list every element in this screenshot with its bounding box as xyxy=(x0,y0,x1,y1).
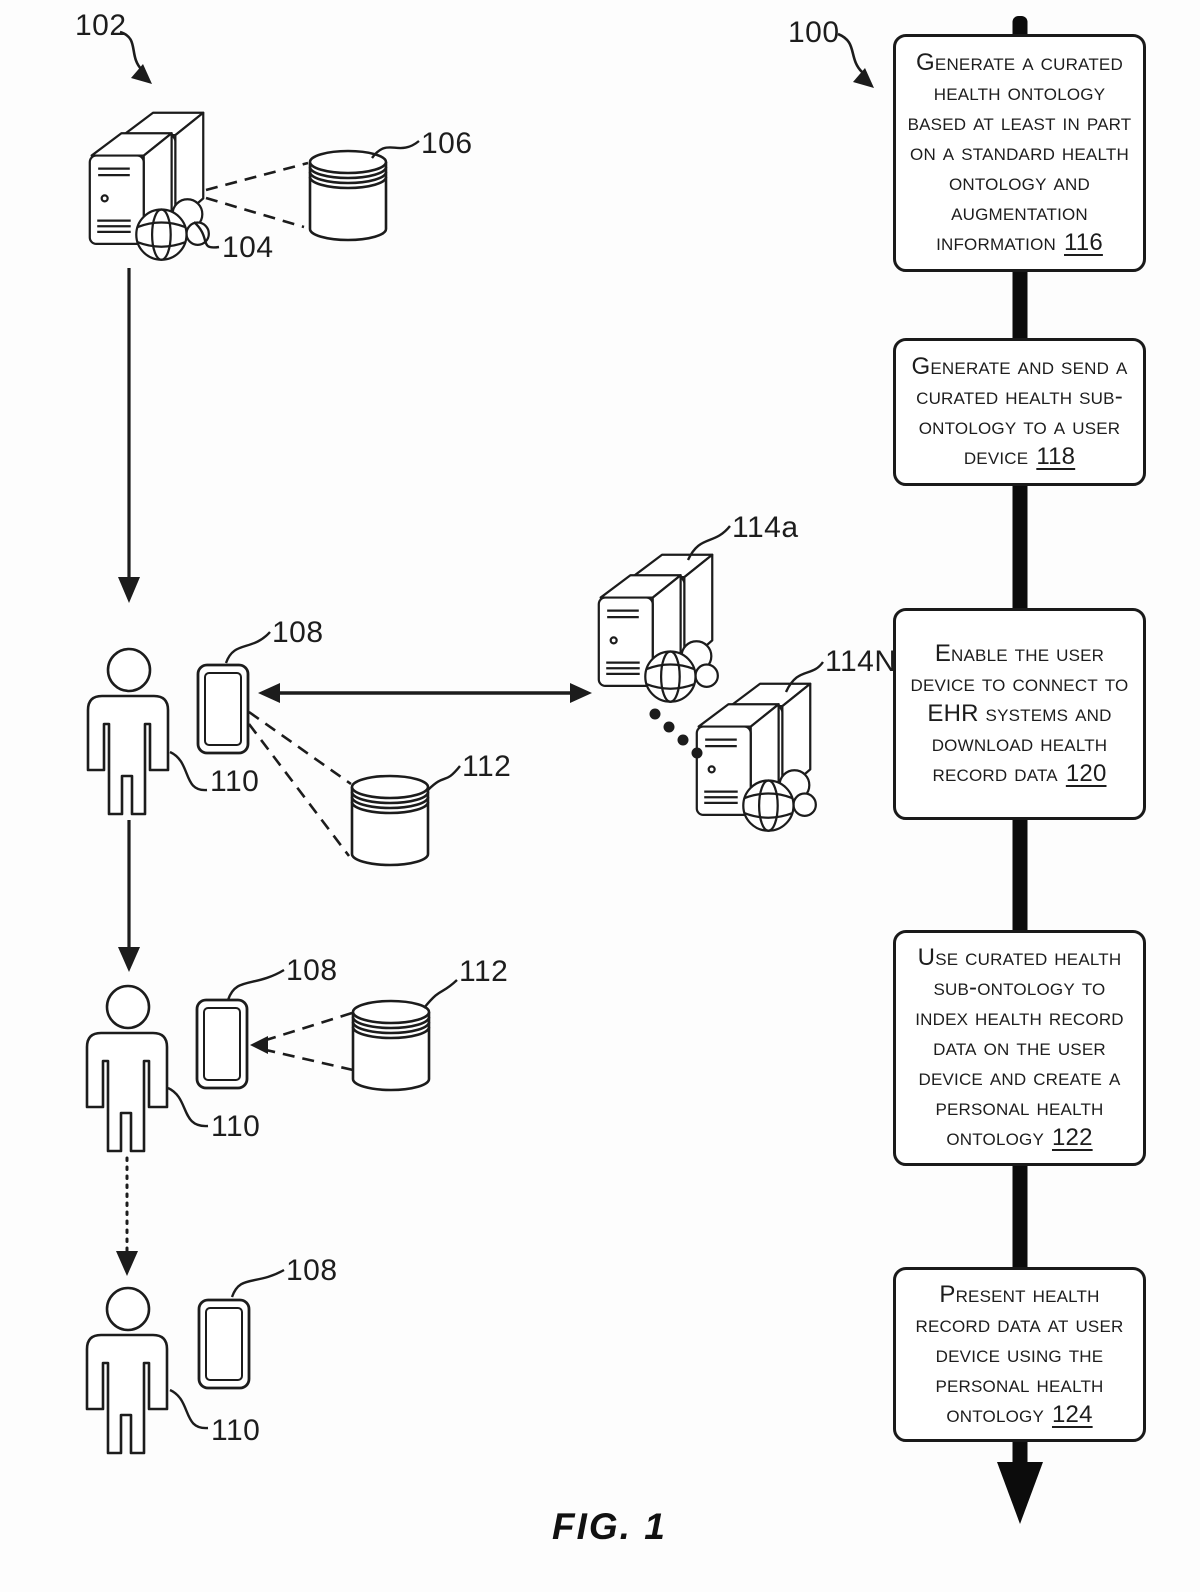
flow-step-124: Present health record data at user devic… xyxy=(893,1267,1146,1442)
ref-label-108c: 108 xyxy=(286,1254,338,1287)
ref-label-100: 100 xyxy=(788,16,840,49)
flow-step-124-ref: 124 xyxy=(1051,1400,1093,1428)
flow-step-118: Generate and send a curated health sub- … xyxy=(893,338,1146,486)
ref-label-110a: 110 xyxy=(210,765,260,798)
ref-label-110c: 110 xyxy=(211,1414,261,1447)
device-icon-2 xyxy=(195,998,249,1090)
down-arrow-2 xyxy=(118,820,140,972)
flow-step-120: Enable the user device to connect to EHR… xyxy=(893,608,1146,820)
flow-step-120-ref: 120 xyxy=(1065,760,1107,787)
ref-label-114a: 114a xyxy=(732,511,799,544)
ehr-server-icon-114N xyxy=(697,684,816,831)
flow-step-124-text: Present health record data at user devic… xyxy=(915,1280,1124,1428)
ellipsis-dots xyxy=(649,708,703,759)
figure-caption: FIG. 1 xyxy=(552,1506,667,1547)
user-icon-2 xyxy=(85,984,169,1153)
server-icon-104 xyxy=(90,113,209,260)
ref-label-112a: 112 xyxy=(462,750,512,783)
dashed-link-device-db-1 xyxy=(247,710,352,857)
flow-step-122-ref: 122 xyxy=(1051,1124,1093,1151)
ref-label-110b: 110 xyxy=(211,1110,261,1143)
flow-connector xyxy=(997,16,1043,1524)
database-icon-112a xyxy=(350,774,430,867)
bidirectional-arrow xyxy=(258,683,592,703)
ref-label-102: 102 xyxy=(75,9,127,42)
ref-label-108a: 108 xyxy=(272,616,324,649)
device-icon-3 xyxy=(197,1298,251,1390)
flow-step-116-ref: 116 xyxy=(1064,229,1103,256)
down-arrow-3 xyxy=(116,1156,138,1276)
user-icon-1 xyxy=(86,647,170,816)
down-arrow-1 xyxy=(118,268,140,603)
flow-step-118-text: Generate and send a curated health sub- … xyxy=(911,353,1128,470)
process-arrowhead xyxy=(997,1462,1043,1524)
database-icon-106 xyxy=(308,149,388,242)
flow-step-122: Use curated health sub-ontology to index… xyxy=(893,930,1146,1166)
ref-label-106: 106 xyxy=(421,127,473,160)
dashed-link-server-db xyxy=(205,161,309,229)
flow-step-122-text: Use curated health sub-ontology to index… xyxy=(915,944,1124,1151)
ehr-server-icon-114a xyxy=(599,555,718,702)
ref-label-108b: 108 xyxy=(286,954,338,987)
flow-step-116: Generate a curated health ontology based… xyxy=(893,34,1146,272)
curved-arrow-102 xyxy=(119,30,152,84)
database-icon-112b xyxy=(351,999,431,1092)
leader-lines xyxy=(167,140,824,1430)
dashed-link-arrowhead xyxy=(250,1036,268,1054)
ref-label-104: 104 xyxy=(222,231,274,264)
flow-step-116-text: Generate a curated health ontology based… xyxy=(907,49,1132,256)
user-icon-3 xyxy=(85,1286,169,1455)
flow-step-120-text: Enable the user device to connect to EHR… xyxy=(910,640,1129,787)
dashed-link-db-device-2 xyxy=(265,1011,354,1072)
flow-step-118-ref: 118 xyxy=(1036,443,1076,470)
ref-label-114N: 114N xyxy=(825,645,897,678)
curved-arrow-100 xyxy=(837,32,874,88)
device-icon-1 xyxy=(196,663,250,755)
ref-label-112b: 112 xyxy=(459,955,509,988)
